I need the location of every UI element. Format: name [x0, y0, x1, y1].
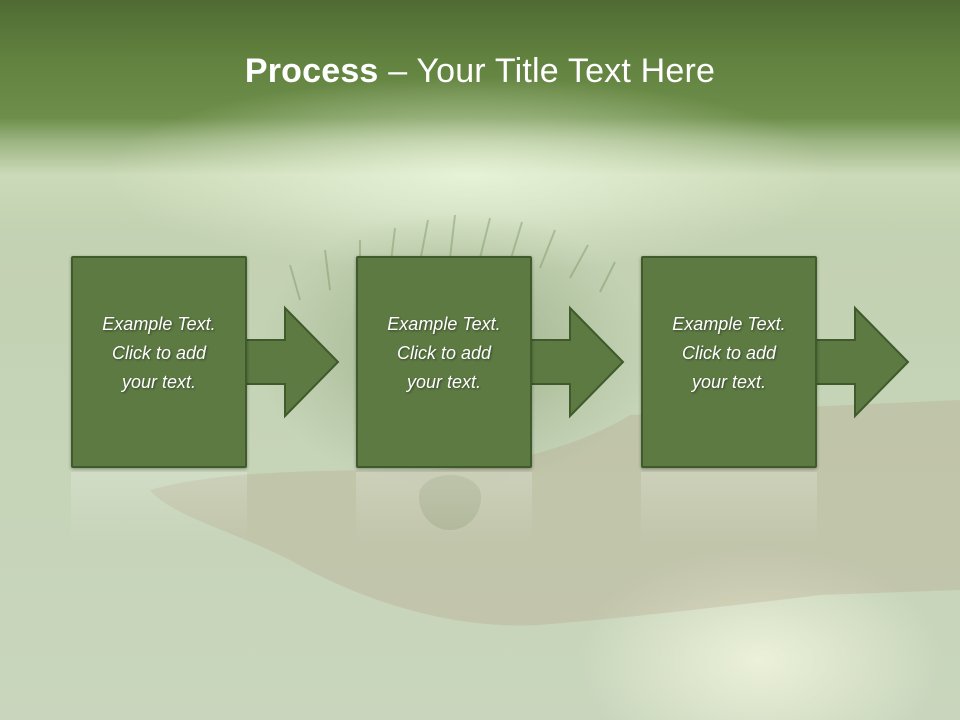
arrow-right-icon [525, 305, 625, 419]
step-text-line: your text. [691, 372, 767, 392]
step-text[interactable]: Example Text. Click to add your text. [71, 310, 247, 397]
step-text-line: Example Text. [387, 314, 501, 334]
step-reflection [641, 472, 911, 542]
title-rest: – Your Title Text Here [378, 52, 716, 90]
step-text[interactable]: Example Text. Click to add your text. [641, 310, 817, 397]
step-text-line: Example Text. [102, 314, 216, 334]
step-box [641, 256, 817, 468]
process-step-1[interactable]: Example Text. Click to add your text. [71, 256, 341, 468]
process-step-3[interactable]: Example Text. Click to add your text. [641, 256, 911, 468]
slide-title[interactable]: Process – Your Title Text Here [0, 52, 960, 91]
step-reflection [356, 472, 626, 542]
reflection-box [71, 472, 247, 542]
arrow-right-icon [240, 305, 340, 419]
arrow-right-icon [810, 305, 910, 419]
step-text[interactable]: Example Text. Click to add your text. [356, 310, 532, 397]
step-text-line: Click to add [681, 343, 777, 363]
step-text-line: Click to add [396, 343, 492, 363]
reflection-box [641, 472, 817, 542]
step-text-line: Click to add [111, 343, 207, 363]
step-text-line: your text. [406, 372, 482, 392]
step-box [71, 256, 247, 468]
title-bold: Process [244, 52, 379, 90]
process-step-2[interactable]: Example Text. Click to add your text. [356, 256, 626, 468]
step-text-line: Example Text. [672, 314, 786, 334]
reflection-box [356, 472, 532, 542]
step-reflection [71, 472, 341, 542]
step-text-line: your text. [121, 372, 197, 392]
step-box [356, 256, 532, 468]
